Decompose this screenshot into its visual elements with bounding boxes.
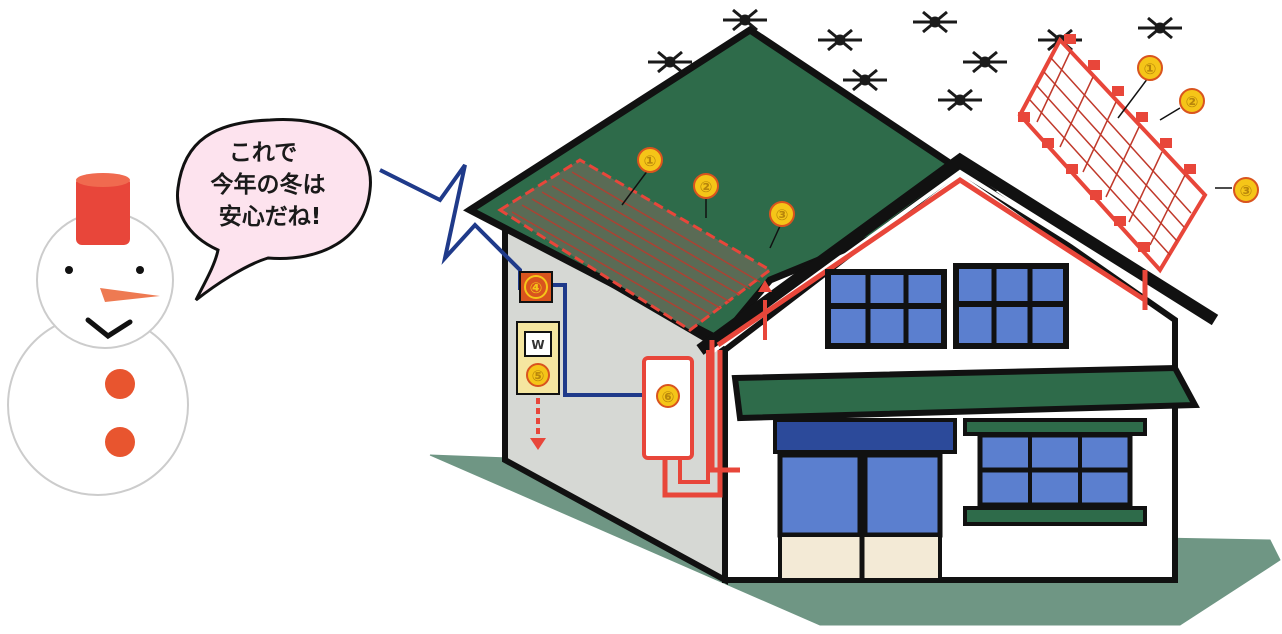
roof-marker-3: ③ [776, 206, 789, 224]
upper-window-right [956, 266, 1066, 346]
snowman-eye-left [65, 266, 73, 274]
speech-line-1: これで [229, 140, 297, 166]
snowman-eye-right [136, 266, 144, 274]
shop-front [775, 420, 955, 580]
snowflake-icon [963, 52, 1007, 72]
speech-line-3: 安心だね! [219, 203, 322, 230]
snowman-button [105, 427, 135, 457]
roof-marker-1: ① [644, 152, 657, 170]
speech-line-2: 今年の冬は [211, 171, 326, 198]
lower-window-right [965, 420, 1145, 524]
speech-bubble: これで 今年の冬は 安心だね! [177, 120, 370, 300]
panel-marker-2: ② [1186, 93, 1199, 111]
snowflake-icon [723, 10, 767, 30]
power-meter: W ⑤ [517, 322, 559, 394]
power-meter-label: W [531, 338, 544, 352]
power-meter-marker: ⑤ [532, 367, 545, 385]
snowman-bucket-hat [76, 177, 130, 245]
panel-marker-3: ③ [1240, 182, 1253, 200]
snowflake-icon [938, 90, 982, 110]
control-box: ④ [520, 272, 552, 302]
control-box-marker: ④ [530, 279, 543, 297]
snowman [8, 173, 188, 495]
upper-window-left [828, 272, 944, 346]
distribution-unit: ⑥ [644, 358, 692, 458]
panel-marker-1: ① [1144, 60, 1157, 78]
distribution-unit-marker: ⑥ [662, 388, 675, 406]
snowflake-icon [818, 30, 862, 50]
roof-marker-2: ② [700, 178, 713, 196]
snowman-button [105, 369, 135, 399]
snowflake-icon [1138, 18, 1182, 38]
snowflake-icon [913, 12, 957, 32]
snowflake-icon [843, 70, 887, 90]
